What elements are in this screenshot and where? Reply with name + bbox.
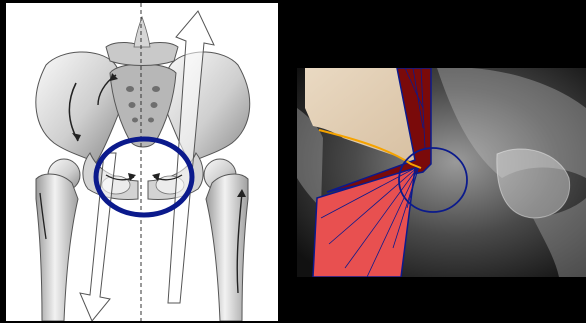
left-femur — [36, 174, 78, 321]
spinous-process — [134, 17, 150, 47]
pelvis-illustration — [6, 3, 278, 321]
sacrum — [110, 64, 176, 147]
pelvis-illustration-panel — [6, 3, 278, 321]
left-iliac-wing — [36, 52, 122, 163]
pelvis-xray — [297, 68, 586, 277]
pelvis-xray-panel — [297, 68, 586, 277]
